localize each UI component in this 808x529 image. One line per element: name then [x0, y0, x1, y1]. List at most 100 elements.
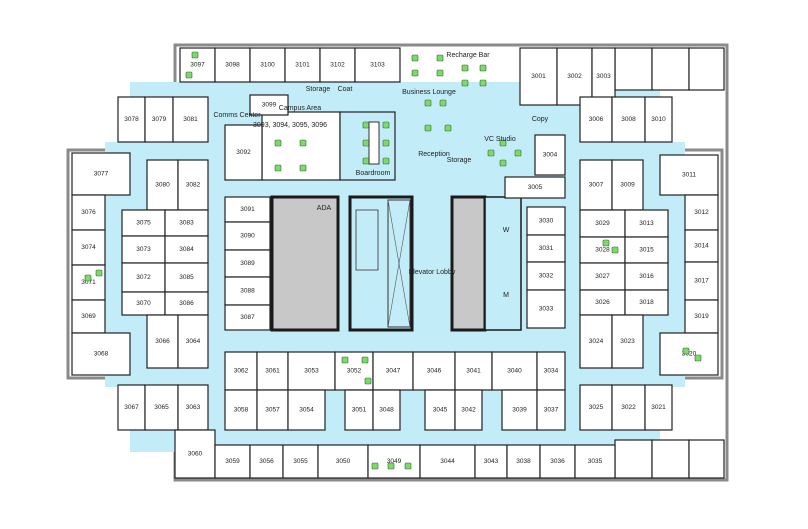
room-outline — [454, 389, 483, 431]
chair-icon — [404, 462, 412, 470]
storage-label: Storage — [306, 86, 331, 93]
room-outline — [224, 249, 271, 278]
room-outline — [519, 47, 558, 106]
chair-icon — [364, 377, 372, 385]
room-3020: 3020 — [659, 332, 719, 376]
room-outline — [71, 229, 106, 266]
room-number: 3082 — [186, 182, 201, 189]
room-number: 3071 — [81, 279, 96, 286]
room-3035: 3035 — [574, 444, 616, 479]
room-3024: 3024 — [579, 314, 613, 369]
room-3039: 3039 — [501, 389, 538, 431]
room-3057: 3057 — [256, 389, 289, 431]
room-number: 3017 — [694, 278, 709, 285]
room-3090: 3090 — [224, 221, 271, 251]
room-outline — [287, 351, 336, 391]
room-3038: 3038 — [506, 444, 541, 479]
room-number: 3068 — [94, 351, 109, 358]
room-outline — [367, 444, 421, 479]
chair-icon — [479, 64, 487, 72]
room-number: 3069 — [81, 313, 96, 320]
ada-label: ADA — [317, 205, 332, 212]
room-outline — [579, 159, 613, 211]
room-outline — [574, 444, 616, 479]
room-number: 3083 — [179, 220, 194, 227]
room-number: 3047 — [386, 368, 401, 375]
room-number: 3029 — [595, 220, 610, 227]
room-number: 3037 — [544, 407, 559, 414]
chair-icon — [694, 354, 702, 362]
room-outline — [177, 159, 209, 211]
room-3042: 3042 — [454, 389, 483, 431]
room-number: 3007 — [589, 182, 604, 189]
chair-icon — [362, 139, 370, 147]
room-outline — [659, 332, 719, 376]
room-number: 3019 — [694, 313, 709, 320]
room-outline — [354, 47, 401, 83]
room-3085: 3085 — [164, 262, 209, 293]
room-outline — [684, 194, 719, 231]
room-3063: 3063 — [177, 384, 209, 431]
room-number: 3036 — [550, 458, 565, 465]
room-3026: 3026 — [579, 289, 626, 316]
room-3030: 3030 — [526, 206, 566, 236]
room-outline — [164, 235, 209, 264]
room-outline — [121, 262, 166, 293]
room-3078: 3078 — [117, 96, 146, 143]
chair-icon — [299, 139, 307, 147]
room-number: 3099 — [262, 102, 277, 109]
chair-icon — [514, 149, 522, 157]
room-3061: 3061 — [256, 351, 289, 391]
room-outline — [71, 299, 106, 334]
unlabeled-room — [688, 47, 725, 91]
room-3069: 3069 — [71, 299, 106, 334]
storage-label: Storage — [447, 157, 472, 164]
room-outline — [164, 262, 209, 293]
core-right — [450, 195, 487, 332]
coat-label: Coat — [338, 86, 353, 93]
room-3056: 3056 — [249, 444, 284, 479]
room-outline — [317, 444, 369, 479]
room-number: 3044 — [440, 458, 455, 465]
room-3011: 3011 — [659, 154, 719, 196]
room-3067: 3067 — [117, 384, 146, 431]
room-outline — [474, 444, 508, 479]
room-outline — [249, 444, 284, 479]
room-outline — [506, 444, 541, 479]
chair-icon — [436, 54, 444, 62]
building-core — [270, 195, 522, 332]
chair-icon — [274, 139, 282, 147]
boardroom-label: Boardroom — [356, 170, 391, 177]
room-outline — [424, 389, 456, 431]
room-3041: 3041 — [454, 351, 493, 391]
copy-label: Copy — [532, 116, 549, 123]
room-3010: 3010 — [644, 96, 673, 143]
reception-label: Reception — [418, 151, 450, 158]
room-outline — [539, 444, 576, 479]
room-3005: 3005 — [504, 176, 566, 199]
room-outline — [146, 314, 179, 369]
room-outline — [501, 389, 538, 431]
room-number: 3101 — [295, 62, 310, 69]
room-3075: 3075 — [121, 209, 166, 237]
room-3081: 3081 — [172, 96, 209, 143]
room-number: 3024 — [589, 338, 604, 345]
room-3019: 3019 — [684, 299, 719, 334]
room-3032: 3032 — [526, 261, 566, 291]
boardroom-table — [368, 121, 380, 165]
room-outline — [624, 209, 669, 238]
room-3092: 3092 — [224, 124, 263, 181]
room-outline — [224, 221, 271, 251]
room-number: 3085 — [179, 274, 194, 281]
stairs — [355, 209, 379, 271]
room-outline — [624, 289, 669, 316]
room-number: 3016 — [639, 273, 654, 280]
room-3102: 3102 — [319, 47, 356, 83]
room-3101: 3101 — [284, 47, 321, 83]
room-3089: 3089 — [224, 249, 271, 278]
room-number: 3077 — [94, 171, 109, 178]
room-3072: 3072 — [121, 262, 166, 293]
room-number: 3074 — [81, 244, 96, 251]
chair-icon — [499, 159, 507, 167]
room-3015: 3015 — [624, 236, 669, 264]
